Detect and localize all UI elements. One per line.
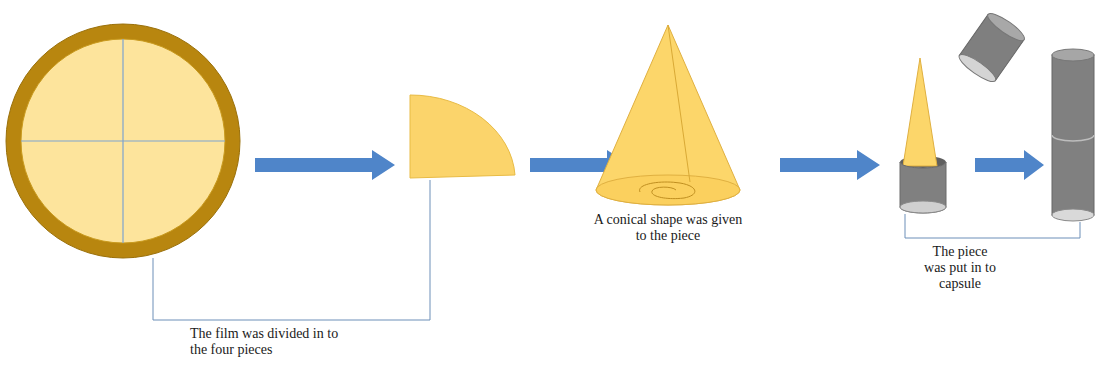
cap-body [959,14,1024,80]
cone-seam [668,25,690,182]
capsule-bottom [1052,209,1094,221]
closed-capsule [1052,55,1094,215]
film-disc [21,39,225,243]
bracket-line [905,214,1080,238]
step-caption: A conical shape was given to the piece [593,212,743,244]
cut-line [122,39,123,243]
cone-base [596,175,740,205]
cone-swirl [640,182,695,199]
block-arrow [255,150,395,180]
capsule-cap [956,10,1028,86]
capsule-body [900,162,946,213]
capsule-top [1052,49,1094,61]
film-rim [6,24,240,258]
step-caption: The piece was put in to capsule [920,244,1000,292]
cap-opening [956,50,999,85]
capsule-bottom [900,201,946,213]
step-caption: The film was divided in to the four piec… [190,326,340,358]
bracket-line [153,180,430,320]
capsule-seam [1052,135,1094,141]
block-arrow [780,150,880,180]
cap-top [985,10,1028,45]
paper-cone [596,25,740,205]
small-cone [903,58,937,166]
quarter-piece [410,95,515,178]
block-arrow [975,150,1044,180]
